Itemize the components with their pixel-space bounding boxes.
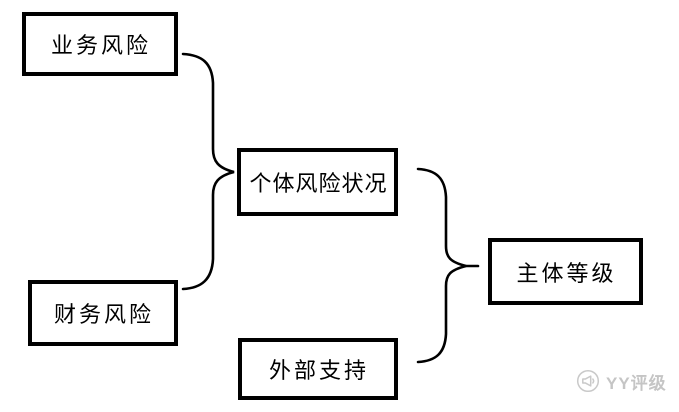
watermark: YY评级 [575, 368, 667, 394]
node-business-risk: 业务风险 [22, 12, 178, 76]
node-label: 财务风险 [53, 302, 154, 327]
left-brace-connector [181, 52, 235, 291]
megaphone-logo-icon [576, 369, 600, 393]
node-financial-risk: 财务风险 [28, 280, 178, 346]
node-label: 主体等级 [516, 260, 617, 286]
node-label: 个体风险状况 [249, 171, 388, 196]
right-brace-connector [416, 167, 467, 364]
node-entity-rating: 主体等级 [488, 238, 643, 305]
node-label: 外部支持 [268, 358, 369, 383]
node-label: 业务风险 [50, 33, 151, 58]
watermark-label: YY评级 [606, 373, 667, 393]
node-external-support: 外部支持 [238, 338, 398, 400]
node-individual-risk: 个体风险状况 [237, 148, 398, 216]
